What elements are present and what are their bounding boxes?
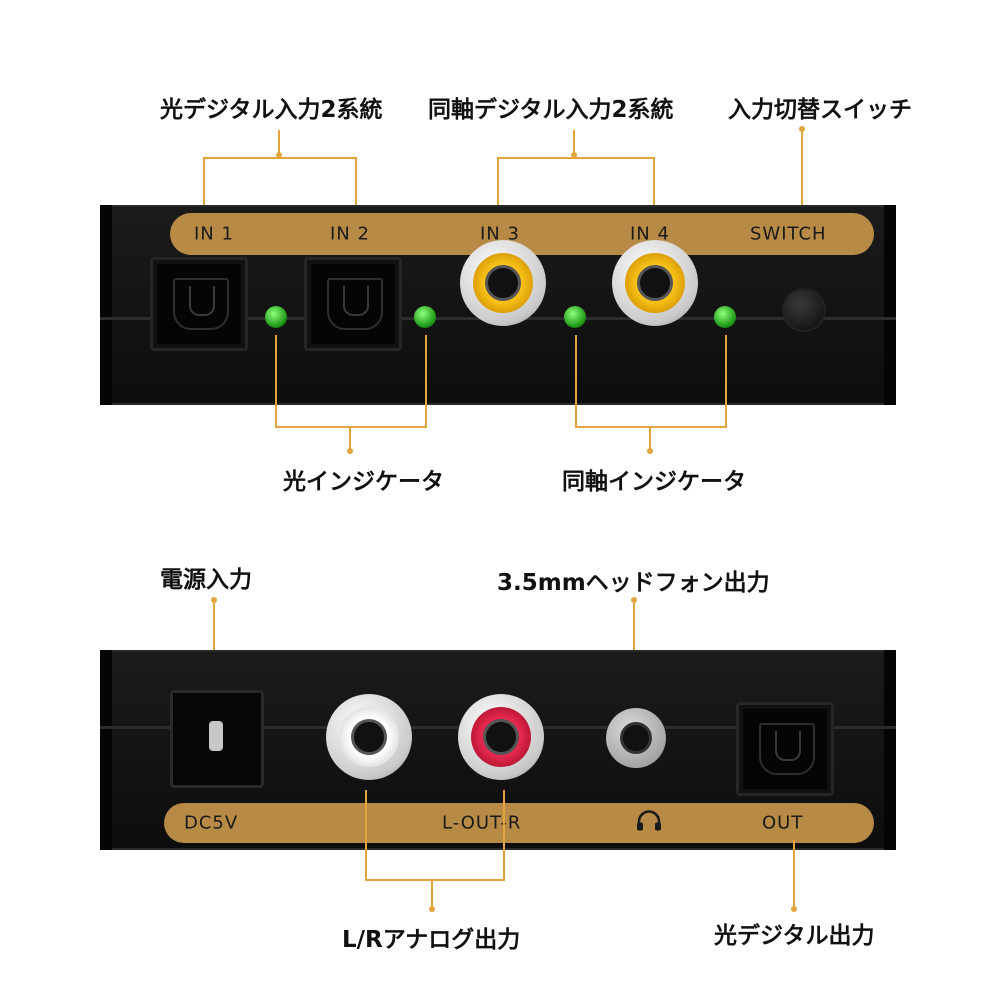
callout-line	[365, 790, 367, 880]
callout-line	[203, 157, 357, 159]
optical-output-callout: 光デジタル出力	[714, 923, 875, 949]
callout-line	[365, 879, 505, 881]
callout-line	[801, 130, 803, 220]
callout-line	[633, 600, 635, 690]
panel-end-cap	[100, 205, 112, 405]
label-in1: IN 1	[194, 223, 234, 245]
callout-line	[431, 879, 433, 909]
coax-indicator-callout: 同軸インジケータ	[562, 469, 746, 495]
callout-line	[497, 157, 655, 159]
panel-end-cap	[100, 650, 112, 850]
label-dc5v: DC5V	[184, 812, 239, 834]
coax-input-4[interactable]	[612, 240, 698, 326]
rear-label-band: DC5V L-OUT-R OUT	[164, 803, 874, 843]
headphone-jack[interactable]	[606, 708, 666, 768]
callout-line	[355, 157, 357, 219]
callout-dot	[799, 126, 805, 132]
coax-input-callout: 同軸デジタル入力2系統	[428, 97, 674, 123]
callout-line	[575, 426, 727, 428]
callout-line	[203, 157, 205, 219]
coax-input-3[interactable]	[460, 240, 546, 326]
callout-line	[573, 130, 575, 158]
callout-line	[497, 157, 499, 219]
headphone-icon	[636, 810, 662, 837]
label-in3: IN 3	[480, 223, 520, 245]
callout-line	[503, 790, 505, 880]
label-out: OUT	[762, 812, 804, 834]
callout-dot	[429, 906, 435, 912]
power-input-callout: 電源入力	[160, 567, 252, 593]
led-in4	[714, 306, 736, 328]
label-in4: IN 4	[630, 223, 670, 245]
label-l-out-r: L-OUT-R	[442, 812, 522, 834]
panel-end-cap	[884, 205, 896, 405]
input-switch-button[interactable]	[782, 288, 826, 332]
label-in2: IN 2	[330, 223, 370, 245]
callout-line	[793, 840, 795, 910]
headphone-output-callout: 3.5mmヘッドフォン出力	[497, 570, 770, 596]
analog-output-right[interactable]	[458, 694, 544, 780]
analog-output-left[interactable]	[326, 694, 412, 780]
switch-callout: 入力切替スイッチ	[728, 97, 912, 123]
panel-end-cap	[884, 650, 896, 850]
callout-dot	[647, 448, 653, 454]
led-in2	[414, 306, 436, 328]
optical-input-callout: 光デジタル入力2系統	[160, 97, 383, 123]
callout-line	[349, 426, 351, 450]
callout-line	[425, 335, 427, 427]
callout-line	[213, 600, 215, 680]
analog-output-callout: L/Rアナログ出力	[342, 927, 521, 953]
dc-power-jack[interactable]	[170, 690, 264, 788]
label-switch: SWITCH	[750, 223, 827, 245]
callout-dot	[791, 906, 797, 912]
callout-line	[278, 130, 280, 158]
optical-input-2[interactable]	[304, 257, 402, 351]
callout-line	[275, 426, 427, 428]
callout-dot	[347, 448, 353, 454]
led-in3	[564, 306, 586, 328]
led-in1	[265, 306, 287, 328]
callout-line	[575, 335, 577, 427]
optical-input-1[interactable]	[150, 257, 248, 351]
callout-line	[275, 335, 277, 427]
optical-output[interactable]	[736, 702, 834, 796]
optical-indicator-callout: 光インジケータ	[283, 469, 444, 495]
callout-line	[649, 426, 651, 450]
callout-line	[653, 157, 655, 219]
callout-line	[725, 335, 727, 427]
